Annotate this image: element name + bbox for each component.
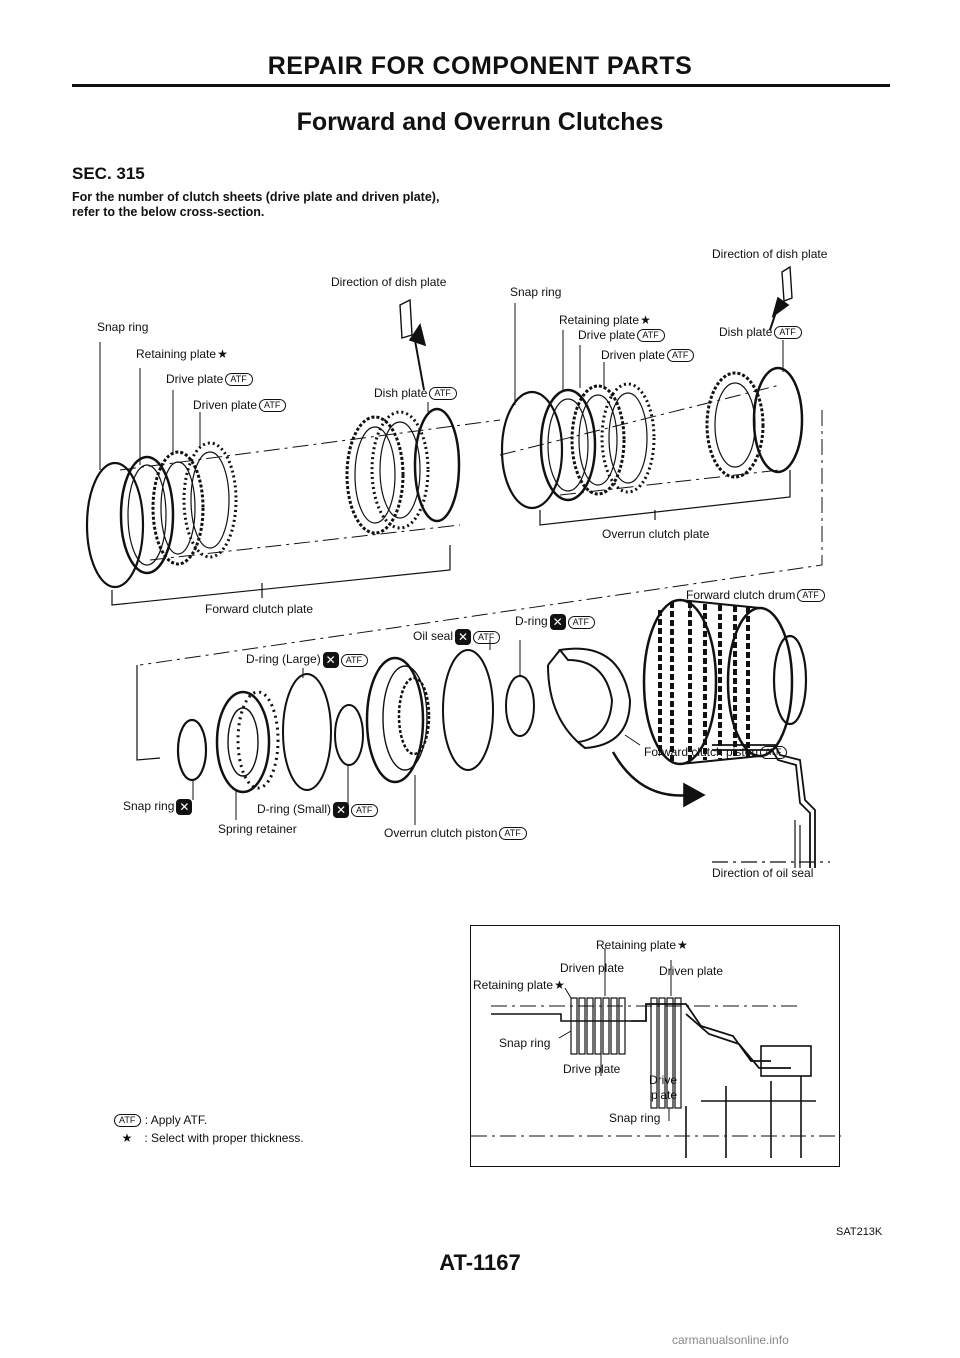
atf-icon: ATF — [760, 746, 788, 760]
section-code: SEC. 315 — [72, 164, 145, 183]
replace-seal-icon: ✕ — [333, 802, 350, 818]
cross-section-inset: Retaining plate★ Driven plate Driven pla… — [470, 925, 841, 1167]
star-icon: ★ — [554, 978, 565, 992]
header-rule — [72, 84, 890, 87]
label-d-ring-small: D-ring (Small)✕ATF — [257, 802, 379, 818]
label-dish-direction-2: Direction of dish plate — [712, 247, 828, 261]
replace-seal-icon: ✕ — [322, 652, 339, 668]
atf-icon: ATF — [340, 653, 369, 667]
label-snap-ring-3: Snap ring✕ — [123, 799, 193, 815]
label-d-ring: D-ring✕ATF — [515, 614, 596, 630]
star-icon: ★ — [640, 313, 651, 327]
label-snap-ring-2: Snap ring — [510, 285, 562, 299]
label-overrun-clutch-plate: Overrun clutch plate — [602, 527, 710, 541]
atf-icon: ATF — [225, 373, 253, 387]
atf-icon: ATF — [774, 326, 802, 340]
label-oil-seal: Oil seal✕ATF — [413, 629, 501, 645]
label-retaining-plate-1: Retaining plate★ — [136, 347, 228, 361]
replace-seal-icon: ✕ — [549, 614, 566, 630]
watermark: carmanualsonline.info — [672, 1333, 789, 1347]
cs-label-drive-right-2: plate — [651, 1088, 678, 1102]
note-line-1: For the number of clutch sheets (drive p… — [72, 190, 440, 204]
legend-star: ★ : Select with proper thickness. — [112, 1130, 304, 1146]
page-header-title: REPAIR FOR COMPONENT PARTS — [267, 52, 693, 80]
cs-label-driven-right: Driven plate — [659, 964, 724, 978]
section-title: Forward and Overrun Clutches — [296, 108, 664, 136]
label-dish-direction-1: Direction of dish plate — [331, 275, 447, 289]
cs-label-snap-ring-bottom: Snap ring — [609, 1111, 661, 1125]
label-d-ring-large: D-ring (Large)✕ATF — [246, 652, 369, 668]
atf-icon: ATF — [259, 399, 287, 413]
label-direction-oil-seal: Direction of oil seal — [712, 866, 814, 880]
legend-atf: ATF : Apply ATF. — [112, 1112, 207, 1128]
star-icon: ★ — [121, 1131, 133, 1145]
cs-label-retaining-top: Retaining plate★ — [596, 938, 688, 952]
atf-icon: ATF — [429, 387, 457, 401]
cs-label-drive-right-1: Drive — [649, 1073, 678, 1087]
star-icon: ★ — [217, 347, 228, 361]
star-icon: ★ — [677, 938, 688, 952]
atf-icon: ATF — [637, 329, 665, 343]
atf-icon: ATF — [351, 803, 379, 817]
atf-icon: ATF — [114, 1114, 142, 1128]
atf-icon: ATF — [473, 630, 501, 644]
label-spring-retainer: Spring retainer — [218, 822, 297, 836]
replace-seal-icon: ✕ — [176, 799, 193, 815]
label-snap-ring-1: Snap ring — [97, 320, 149, 334]
cs-label-snap-ring-left: Snap ring — [499, 1036, 551, 1050]
note-line-2: refer to the below cross-section. — [72, 205, 265, 219]
atf-icon: ATF — [797, 589, 825, 603]
figure-code: SAT213K — [836, 1226, 883, 1238]
label-forward-clutch-plate: Forward clutch plate — [205, 602, 314, 616]
atf-icon: ATF — [667, 349, 695, 363]
replace-seal-icon: ✕ — [455, 629, 472, 645]
cs-label-driven-left: Driven plate — [560, 961, 625, 975]
page-number: AT-1167 — [439, 1250, 521, 1275]
cs-label-retaining-left: Retaining plate★ — [473, 978, 565, 992]
cross-section-drawing — [471, 948, 841, 1158]
atf-icon: ATF — [499, 827, 527, 841]
label-retaining-plate-2: Retaining plate★ — [559, 313, 651, 327]
atf-icon: ATF — [567, 615, 596, 629]
cs-label-drive-left: Drive plate — [563, 1062, 621, 1076]
